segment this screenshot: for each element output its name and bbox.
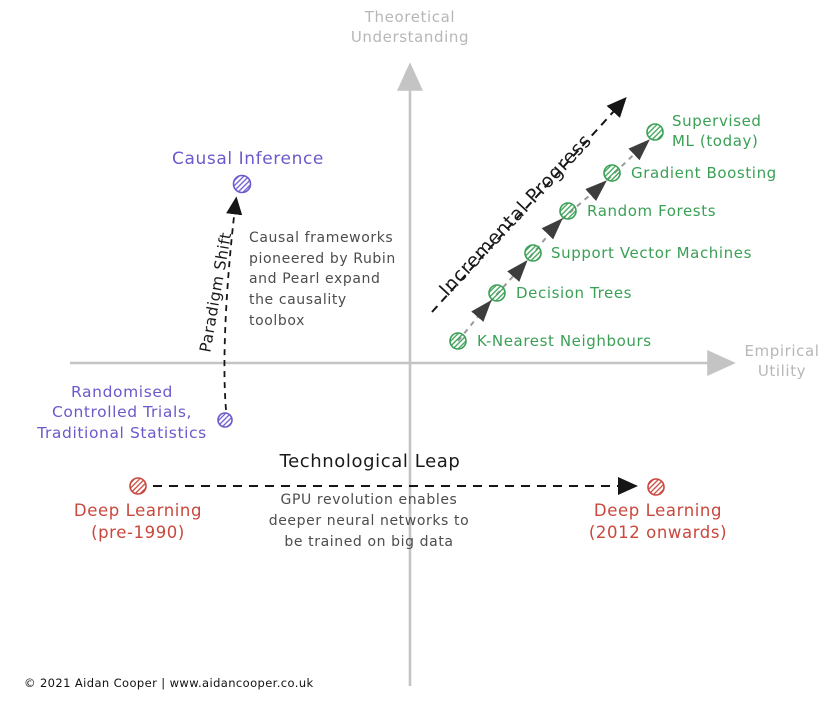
causal-inference-marker xyxy=(232,174,252,194)
deep-learning-2012-label: Deep Learning (2012 onwards) xyxy=(588,501,728,542)
x-axis-label: Empirical Utility xyxy=(744,342,820,380)
causal-annotation: Causal frameworks pioneered by Rubin and… xyxy=(249,230,396,329)
knn-label: K-Nearest Neighbours xyxy=(477,332,652,350)
copyright-footer: © 2021 Aidan Cooper | www.aidancooper.co… xyxy=(24,676,314,690)
svm-marker xyxy=(524,244,542,262)
ml-progress-connector xyxy=(457,139,650,342)
rct-traditional-stats-label: Randomised Controlled Trials, Traditiona… xyxy=(37,383,207,442)
rct-traditional-stats-marker xyxy=(217,412,233,428)
decision-trees-label: Decision Trees xyxy=(516,284,633,302)
supervised-ml-marker xyxy=(646,123,664,141)
gradient-boosting-label: Gradient Boosting xyxy=(631,164,777,182)
random-forests-marker xyxy=(559,202,577,220)
y-axis-label: Theoretical Understanding xyxy=(350,8,470,46)
gradient-boosting-marker xyxy=(603,164,621,182)
technological-leap-label: Technological Leap xyxy=(279,451,461,472)
random-forests-label: Random Forests xyxy=(587,202,717,220)
causal-inference-label: Causal Inference xyxy=(172,149,324,169)
supervised-ml-label: Supervised ML (today) xyxy=(672,112,762,150)
deep-learning-pre1990-label: Deep Learning (pre-1990) xyxy=(73,501,203,542)
deep-learning-2012-marker xyxy=(647,478,665,496)
decision-trees-marker xyxy=(488,284,506,302)
knn-marker xyxy=(449,332,467,350)
paradigm-shift-arrow xyxy=(223,196,243,411)
svm-label: Support Vector Machines xyxy=(551,244,753,262)
technological-leap-annotation: GPU revolution enables deeper neural net… xyxy=(268,492,470,550)
deep-learning-pre1990-marker xyxy=(129,477,147,495)
